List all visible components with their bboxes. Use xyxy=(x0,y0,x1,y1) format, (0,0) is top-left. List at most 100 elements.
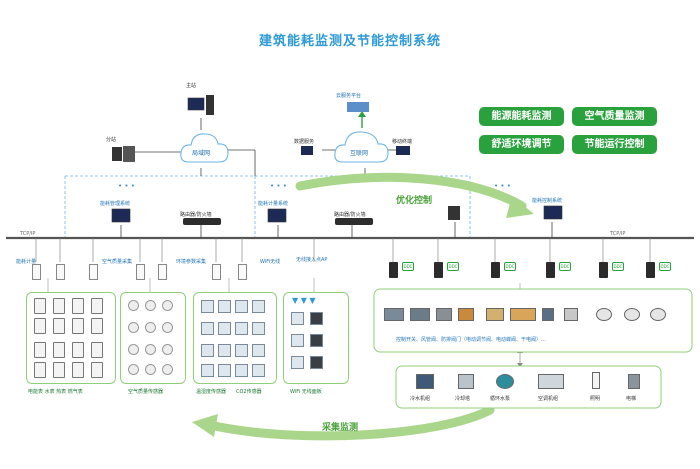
gas-meter-icon xyxy=(91,298,103,314)
env-panel-icon xyxy=(252,344,265,357)
damper-icon xyxy=(436,308,452,321)
meter-dial-icon xyxy=(624,308,640,321)
diagram-title: 建筑能耗监测及节能控制系统 xyxy=(258,34,441,49)
env-panel-icon xyxy=(201,300,214,313)
gateway-device xyxy=(89,264,98,280)
ahu-icon xyxy=(538,374,564,389)
bus-label-right: TCP/IP xyxy=(610,231,626,237)
pump-icon xyxy=(496,374,514,389)
meter-caption: 电能表 水表 热表 燃气表 xyxy=(28,389,83,395)
air-sensor-icon xyxy=(162,322,173,333)
wifi-panel-icon xyxy=(291,356,304,369)
air-sensor-icon xyxy=(128,322,139,333)
equipment-caption: 控制开关、风管阀、防排阀门（电动调节阀、电动蝶阀、干电阀）… xyxy=(396,337,547,343)
relay-box-icon xyxy=(486,308,504,321)
ddc-badge: DDC xyxy=(559,262,571,271)
wifi-panel-icon xyxy=(291,334,304,347)
env-panel-icon xyxy=(201,322,214,335)
gas-meter-icon xyxy=(91,318,103,334)
feature-pill-comfort: 舒适环境调节 xyxy=(479,135,564,154)
wifi-panel-icon xyxy=(310,334,323,347)
air-caption: 空气质量传感器 xyxy=(128,389,164,395)
manifold-icon xyxy=(510,308,536,321)
ddc-badge: DDC xyxy=(402,262,414,271)
wifi-panel-icon xyxy=(291,312,304,325)
actuator-icon xyxy=(458,308,474,321)
gateway-device xyxy=(158,264,167,280)
controller-device xyxy=(646,262,655,278)
elevator-icon xyxy=(628,374,640,389)
env-panel-icon xyxy=(218,300,231,313)
gateway-device xyxy=(56,264,65,280)
air-sensor-icon xyxy=(145,322,156,333)
env-panel-icon xyxy=(201,344,214,357)
private-cloud-label: 数据服务 xyxy=(294,139,315,145)
electric-meter-icon xyxy=(34,298,46,314)
cooling-tower-icon xyxy=(458,374,474,389)
water-meter-icon xyxy=(53,318,65,334)
controller-device xyxy=(599,262,608,278)
subsystem-label-1: 能耗管理系统 xyxy=(100,201,131,207)
mobile-label: 移动终端 xyxy=(392,139,413,145)
hvac-label-3: 循环水泵 xyxy=(490,396,511,402)
gateway-device xyxy=(32,264,41,280)
heat-meter-icon xyxy=(72,318,84,334)
valve-actuator-icon xyxy=(384,308,404,321)
env-panel-icon xyxy=(252,322,265,335)
sensor-probe-icon xyxy=(542,308,554,321)
gateway-device xyxy=(212,264,221,280)
subsystem-label-3: 能耗控制系统 xyxy=(532,198,563,204)
pipe-sensor-icon xyxy=(564,308,578,321)
water-meter-icon xyxy=(53,362,65,378)
ddc-badge: DDC xyxy=(659,262,671,271)
electric-meter-icon xyxy=(34,362,46,378)
air-sensor-icon xyxy=(145,364,156,375)
lan-cloud-label: 局域网 xyxy=(192,150,211,157)
air-sensor-icon xyxy=(162,364,173,375)
air-sensor-icon xyxy=(128,364,139,375)
ddc-badge: DDC xyxy=(504,262,516,271)
env-panel-icon xyxy=(235,364,248,377)
feature-pill-control: 节能运行控制 xyxy=(572,135,657,154)
meter-dial-icon xyxy=(596,308,612,321)
env-panel-icon xyxy=(218,344,231,357)
electric-meter-icon xyxy=(34,318,46,334)
subsystem-label-4: 无线接入点AP xyxy=(296,257,328,263)
env-panel-icon xyxy=(252,300,265,313)
heat-meter-icon xyxy=(72,298,84,314)
gas-meter-icon xyxy=(91,362,103,378)
bus-label-left: TCP/IP xyxy=(20,231,36,237)
subsystem-label-2: 能耗计量系统 xyxy=(258,201,289,207)
heat-meter-icon xyxy=(72,362,84,378)
env-caption-2: CO2传感器 xyxy=(236,389,262,395)
gas-meter-icon xyxy=(91,342,103,358)
controller-device xyxy=(389,262,398,278)
collect-arrow-label: 采集监测 xyxy=(322,423,359,433)
hvac-label-6: 电梯 xyxy=(626,396,637,402)
water-meter-icon xyxy=(53,342,65,358)
wifi-panel-icon xyxy=(310,312,323,325)
gateway-device xyxy=(238,264,247,280)
air-sensor-icon xyxy=(162,344,173,355)
section-tag-3: 环境参数采集 xyxy=(176,259,207,265)
feature-pill-air: 空气质量监测 xyxy=(572,107,657,126)
client-label: 分站 xyxy=(106,137,117,143)
air-sensor-icon xyxy=(128,344,139,355)
controller-device xyxy=(546,262,555,278)
heat-meter-icon xyxy=(72,342,84,358)
air-sensor-icon xyxy=(162,300,173,311)
env-panel-icon xyxy=(201,364,214,377)
feature-pill-energy: 能源能耗监测 xyxy=(479,107,564,126)
air-sensor-icon xyxy=(145,300,156,311)
env-panel-icon xyxy=(235,322,248,335)
water-meter-icon xyxy=(53,298,65,314)
server-label: 主站 xyxy=(186,83,197,89)
ellipsis-marker: • • • xyxy=(118,182,135,190)
valve-actuator-icon xyxy=(410,308,430,321)
wifi-panel-icon xyxy=(310,356,323,369)
hvac-label-5: 照明 xyxy=(590,396,601,402)
ellipsis-marker: • • • xyxy=(494,182,511,190)
env-panel-icon xyxy=(252,364,265,377)
ddc-badge: DDC xyxy=(612,262,624,271)
cloud-platform-label: 云服务平台 xyxy=(336,93,362,99)
